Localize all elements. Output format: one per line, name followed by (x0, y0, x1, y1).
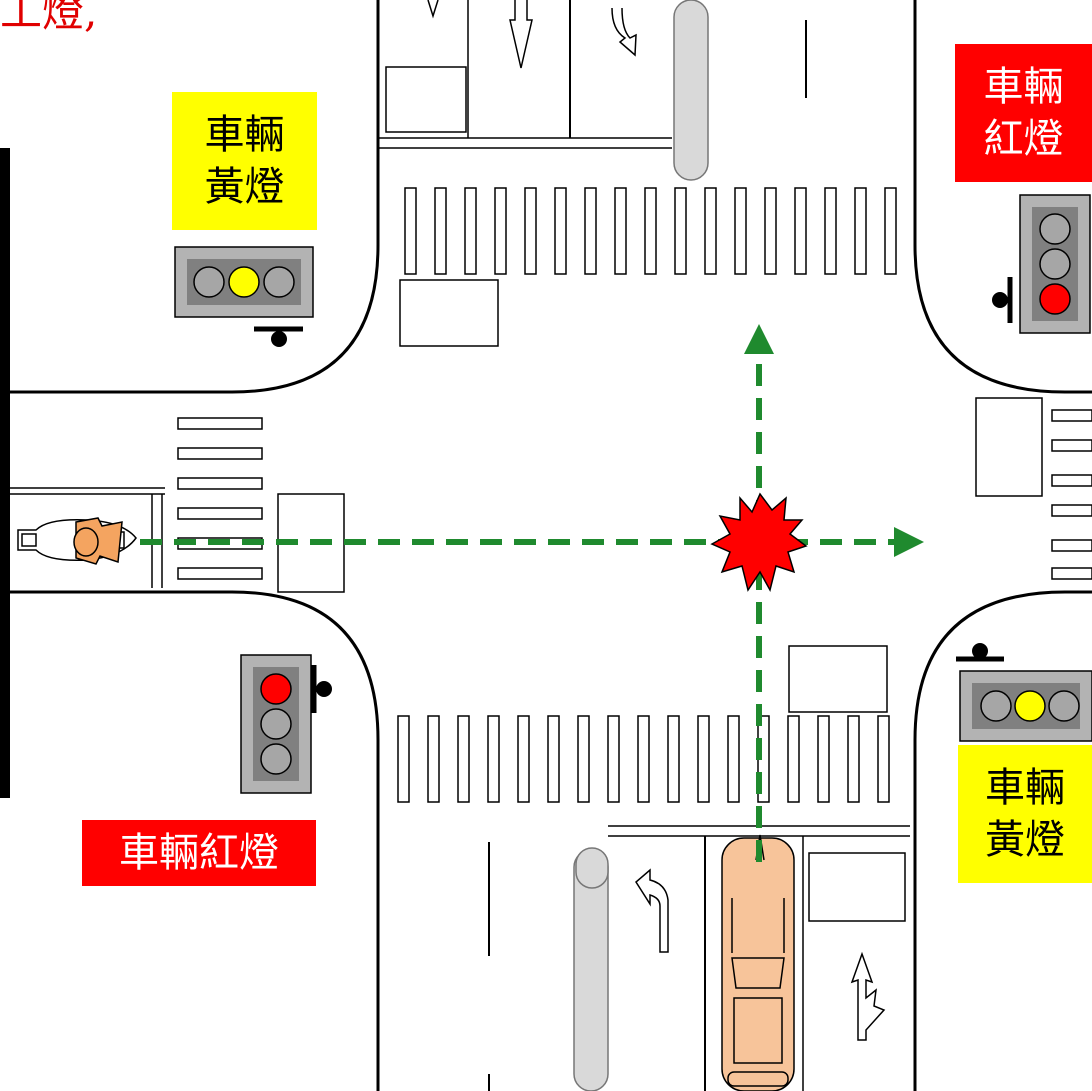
curb-ne (913, 0, 1092, 394)
south-waiting-box (788, 645, 888, 713)
scooter-icon (17, 517, 137, 565)
signal-label-ne-text: 車輛 紅燈 (983, 64, 1064, 162)
traffic-light-icon (240, 654, 332, 794)
signal-label-se: 車輛 黃燈 (958, 745, 1092, 883)
north-crosswalk (404, 187, 897, 275)
traffic-light-icon (992, 194, 1091, 334)
signal-label-se-text: 車輛 黃燈 (985, 765, 1065, 863)
curb-se (913, 590, 1092, 1091)
north-markings (378, 0, 807, 149)
signal-label-ne: 車輛 紅燈 (955, 44, 1092, 182)
south-markings (488, 825, 910, 1091)
curb-sw (10, 590, 380, 1091)
road-edges (10, 0, 1092, 1091)
car-icon (721, 837, 795, 1091)
collision-burst-icon (710, 492, 808, 593)
left-edge-bar (0, 148, 10, 798)
south-crosswalk (397, 715, 890, 803)
signal-label-nw-text: 車輛 黃燈 (204, 112, 285, 210)
east-waiting-box (975, 397, 1043, 497)
traffic-light-icon (174, 246, 314, 347)
traffic-light-icon (956, 643, 1092, 742)
partial-caption-text: 工燈, (0, 0, 98, 36)
west-crosswalk (177, 417, 263, 580)
north-median (673, 0, 709, 181)
north-waiting-box (399, 279, 499, 347)
curb-nw (10, 0, 380, 394)
signal-label-nw: 車輛 黃燈 (172, 92, 317, 230)
signal-label-sw-text: 車輛紅燈 (119, 830, 279, 876)
east-crosswalk (1051, 409, 1092, 580)
signal-label-sw: 車輛紅燈 (82, 820, 316, 886)
